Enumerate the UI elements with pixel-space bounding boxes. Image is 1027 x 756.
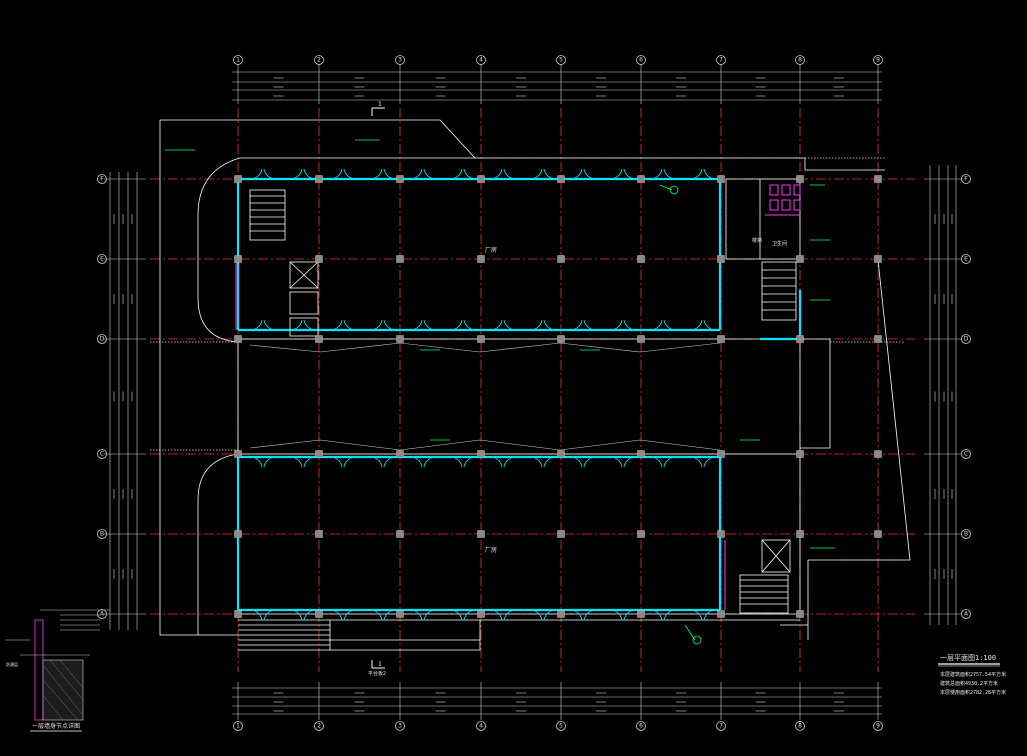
- svg-text:3: 3: [398, 723, 402, 730]
- structural-columns: [234, 175, 882, 618]
- axis-bubble-D-right: D: [961, 334, 971, 344]
- axis-bubble-9-bottom: 9: [873, 721, 883, 731]
- axis-bubble-2-top: 2: [314, 55, 324, 65]
- svg-text:F: F: [100, 176, 104, 183]
- axis-bubble-A-right: A: [961, 609, 971, 619]
- top-dimension-lines: [232, 64, 882, 104]
- annotation-leaders: [165, 139, 835, 645]
- axis-bubble-3-bottom: 3: [395, 721, 405, 731]
- svg-text:1: 1: [236, 57, 240, 64]
- axis-bubble-B-right: B: [961, 529, 971, 539]
- svg-text:7: 7: [719, 723, 723, 730]
- svg-text:A: A: [100, 611, 105, 618]
- axis-bubble-5-bottom: 5: [556, 721, 566, 731]
- room-label-upper: 厂房: [485, 246, 497, 254]
- toilet-label: 卫生间: [772, 240, 787, 247]
- svg-text:3: 3: [398, 57, 402, 64]
- cyan-walls: [236, 177, 802, 612]
- svg-text:9: 9: [876, 723, 880, 730]
- axis-bubble-8-top: 8: [795, 55, 805, 65]
- svg-text:6: 6: [639, 723, 643, 730]
- bottom-note: 平台板2: [368, 670, 386, 677]
- site-boundary: [150, 157, 905, 561]
- svg-text:B: B: [964, 531, 968, 538]
- svg-text:B: B: [100, 531, 104, 538]
- axis-bubble-7-top: 7: [716, 55, 726, 65]
- axis-bubble-6-top: 6: [636, 55, 646, 65]
- svg-text:8: 8: [798, 723, 802, 730]
- svg-text:4: 4: [479, 57, 483, 64]
- bottom-dimension-lines: [232, 682, 882, 720]
- section-label-bottom: 1: [378, 661, 382, 668]
- interior-walls: [249, 178, 801, 614]
- axis-bubble-3-top: 3: [395, 55, 405, 65]
- svg-text:5: 5: [559, 57, 563, 64]
- detail-caption: 一层墙身节点详图: [32, 722, 80, 730]
- svg-text:7: 7: [719, 57, 723, 64]
- svg-text:4: 4: [479, 723, 483, 730]
- svg-text:E: E: [100, 256, 104, 263]
- axis-bubble-A-left: A: [97, 609, 107, 619]
- title-block: 一层平面图1:100 本层建筑面积2757.54平方米 建筑总面积4930.2平…: [938, 654, 1006, 696]
- svg-text:F: F: [964, 176, 968, 183]
- axis-bubble-E-right: E: [961, 254, 971, 264]
- axis-bubble-B-left: B: [97, 529, 107, 539]
- axis-bubble-6-bottom: 6: [636, 721, 646, 731]
- axis-bubble-8-bottom: 8: [795, 721, 805, 731]
- axis-bubble-C-left: C: [97, 449, 107, 459]
- axis-bubble-4-bottom: 4: [476, 721, 486, 731]
- svg-text:D: D: [100, 336, 105, 343]
- svg-text:2: 2: [317, 723, 321, 730]
- svg-text:A: A: [964, 611, 969, 618]
- area-note-1: 本层建筑面积2757.54平方米: [940, 671, 1006, 678]
- axis-bubble-E-left: E: [97, 254, 107, 264]
- detail-note: 防潮层: [6, 661, 18, 667]
- plan-title: 一层平面图1:100: [940, 654, 996, 662]
- svg-text:2: 2: [317, 57, 321, 64]
- axis-bubble-C-right: C: [961, 449, 971, 459]
- section-markers: [371, 107, 385, 669]
- axis-bubble-9-top: 9: [873, 55, 883, 65]
- dimension-label-marks: [113, 77, 953, 712]
- wall-detail: 防潮层 一层墙身节点详图: [5, 609, 110, 732]
- svg-text:C: C: [100, 451, 104, 458]
- svg-text:1: 1: [236, 723, 240, 730]
- axis-bubble-1-top: 1: [233, 55, 243, 65]
- stair-label: 楼梯: [752, 237, 762, 244]
- area-note-3: 本层使用面积2782.28平方米: [940, 689, 1006, 696]
- axis-bubble-5-top: 5: [556, 55, 566, 65]
- axis-bubble-D-left: D: [97, 334, 107, 344]
- door-swings: [249, 168, 717, 621]
- section-label-top: 1: [378, 101, 382, 108]
- right-dimension-lines: [924, 165, 962, 625]
- axis-bubble-2-bottom: 2: [314, 721, 324, 731]
- svg-text:6: 6: [639, 57, 643, 64]
- area-note-2: 建筑总面积4930.2平方米: [940, 680, 998, 687]
- axis-bubble-F-right: F: [961, 174, 971, 184]
- room-label-lower: 厂房: [485, 546, 497, 554]
- svg-text:8: 8: [798, 57, 802, 64]
- svg-text:C: C: [964, 451, 968, 458]
- axis-bubble-F-left: F: [97, 174, 107, 184]
- svg-text:5: 5: [559, 723, 563, 730]
- axis-bubble-1-bottom: 1: [233, 721, 243, 731]
- corridor-roof-lines: [249, 342, 721, 451]
- svg-text:D: D: [964, 336, 969, 343]
- svg-text:9: 9: [876, 57, 880, 64]
- toilet-fixtures: [235, 184, 801, 610]
- axis-bubble-4-top: 4: [476, 55, 486, 65]
- svg-text:E: E: [964, 256, 968, 263]
- left-dimension-lines: [104, 172, 146, 630]
- axis-bubble-7-bottom: 7: [716, 721, 726, 731]
